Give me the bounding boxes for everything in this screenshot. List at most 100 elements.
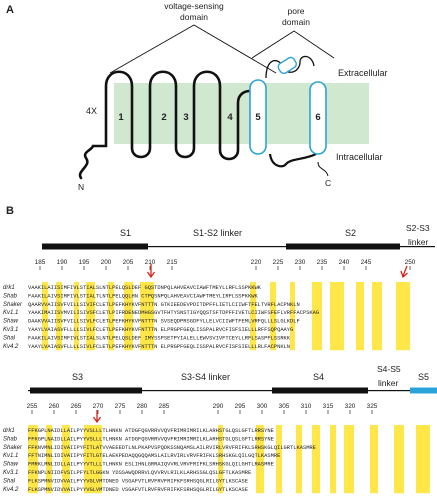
sequence-row: FFKGPLNAIDLLAILPYYVSLLLTLHNKN ATDGFQGVRR… (28, 436, 274, 442)
top-tick-label: 250 (405, 259, 416, 266)
conserved-column-highlight (62, 425, 70, 494)
bottom-tick-label: 290 (213, 403, 224, 410)
conserved-column-highlight (218, 425, 223, 494)
top-tick-label: 185 (35, 259, 46, 266)
conserved-column-highlight (330, 282, 344, 351)
topology-line (78, 70, 252, 180)
panel-b-label: B (6, 205, 14, 217)
segment-label-3: 3 (183, 112, 188, 123)
segment-label-4: 4 (227, 112, 233, 123)
sequence-row: YAAYLVAIASVFLLLLSIVLFCLETLPEFKHYKVFNTTTN… (28, 327, 293, 333)
conserved-column-highlight (416, 425, 430, 494)
species-label: Kv3.1 (3, 470, 18, 476)
species-label: Shaker (3, 445, 23, 451)
top-bar-label-s1-s2-linker: S1-S2 linker (193, 228, 242, 238)
top-tick-label: 225 (273, 259, 284, 266)
top-bar-s1 (42, 243, 148, 250)
top-bar-line (42, 246, 435, 248)
top-bar-s2 (286, 243, 400, 250)
s6-helix (309, 81, 327, 155)
bottom-tick-label: 320 (345, 403, 356, 410)
conserved-column-highlight (124, 282, 133, 351)
sequence-row: DAAKVVAIISVFVILLSIVLFCLETLPEFKHYKVFNTTTN… (28, 319, 300, 325)
conserved-column-highlight (312, 425, 320, 494)
conserved-column-highlight (356, 282, 364, 351)
panel-a-label: A (6, 4, 14, 16)
conserved-column-highlight (372, 282, 382, 351)
conserved-column-highlight (28, 425, 38, 494)
bottom-tick-mark (371, 410, 373, 414)
segment-label-2: 2 (161, 112, 166, 123)
sequence-row: VAAKILAIISIMFIVLSTIALSLNTLPELQSLDEF GQST… (28, 285, 262, 291)
conserved-column-highlight (370, 425, 378, 494)
bottom-bar-label-s5: S5 (418, 372, 429, 382)
bottom-tick-mark (141, 410, 143, 414)
bottom-tick-label: 305 (279, 403, 290, 410)
sequence-row: FLKSPMNVIDVVAILPYYVGLVMTDNED VSGAFVTLRVF… (28, 478, 248, 484)
top-tick-label: 200 (101, 259, 112, 266)
sequence-row: FFKNPLNIIDFVSILPFYLTLGGKN YDSSAWQDRRVLQV… (28, 470, 251, 476)
bottom-tick-mark (217, 410, 219, 414)
top-tick-label: 210 (145, 259, 156, 266)
species-label: Kv3.1 (3, 327, 18, 333)
top-tick-mark (39, 266, 41, 270)
bottom-tick-mark (283, 410, 285, 414)
conserved-column-highlight (394, 425, 404, 494)
bottom-tick-mark (31, 410, 33, 414)
species-label: Kv1.1 (3, 453, 18, 459)
top-tick-mark (171, 266, 173, 270)
top-tick-mark (83, 266, 85, 270)
conserved-column-highlight (290, 282, 295, 351)
bottom-bar-label-s3: S3 (72, 372, 83, 382)
pore-helix-small (277, 56, 298, 75)
bottom-tick-mark (53, 410, 55, 414)
conserved-column-highlight (270, 282, 276, 351)
bottom-tick-label: 280 (137, 403, 148, 410)
top-tick-mark (61, 266, 63, 270)
bottom-bar-label-s4: S4 (313, 372, 324, 382)
top-tick-label: 230 (295, 259, 306, 266)
copy-number-label: 4X (86, 106, 97, 116)
top-tick-mark (343, 266, 345, 270)
species-label: Shal (3, 478, 16, 484)
top-bar-label-s2-s3: S2-S3 (406, 223, 430, 233)
sequence-row: FFKNVMNLIDIVAIIPYFITLATVVAEEEDTLNLPKAPVS… (28, 445, 316, 451)
intracellular-label: Intracellular (336, 152, 383, 162)
top-bar-label-linker: linker (408, 237, 428, 247)
top-tick-mark (409, 266, 411, 270)
sequence-row: FAAKILAIVSIMFIVLSTIALTLNTLPELQQLHN CTPQS… (28, 293, 258, 299)
sequence-row: YAAKIMAIISVMVILISIVSFCLETLPIFRDENEDMHGSG… (28, 310, 319, 316)
bottom-tick-label: 255 (27, 403, 38, 410)
extracellular-label: Extracellular (338, 68, 388, 78)
bottom-tick-label: 270 (93, 403, 104, 410)
top-tick-mark (127, 266, 129, 270)
species-label: Shab (3, 436, 18, 442)
top-arrow-248 (400, 265, 408, 279)
bottom-tick-mark (327, 410, 329, 414)
bottom-bar-s5 (410, 387, 437, 394)
bottom-bar-s3 (30, 387, 142, 394)
bottom-tick-mark (75, 410, 77, 414)
top-tick-label: 205 (123, 259, 134, 266)
top-tick-mark (365, 266, 367, 270)
s5-helix (249, 79, 267, 155)
segment-label-1: 1 (118, 112, 124, 123)
species-label: Kv1.1 (3, 310, 18, 316)
top-tick-label: 240 (339, 259, 350, 266)
top-tick-label: 245 (361, 259, 372, 266)
bottom-tick-label: 310 (301, 403, 312, 410)
top-tick-label: 220 (251, 259, 262, 266)
bottom-bar-s4 (272, 387, 368, 394)
conserved-column-highlight (74, 282, 79, 351)
species-label: Kv4.2 (3, 487, 19, 493)
top-tick-label: 235 (317, 259, 328, 266)
conserved-column-highlight (140, 282, 154, 351)
bottom-tick-mark (119, 410, 121, 414)
species-label: Kv4.2 (3, 344, 19, 350)
bottom-tick-label: 275 (115, 403, 126, 410)
top-tick-label: 215 (167, 259, 178, 266)
conserved-column-highlight (84, 425, 102, 494)
